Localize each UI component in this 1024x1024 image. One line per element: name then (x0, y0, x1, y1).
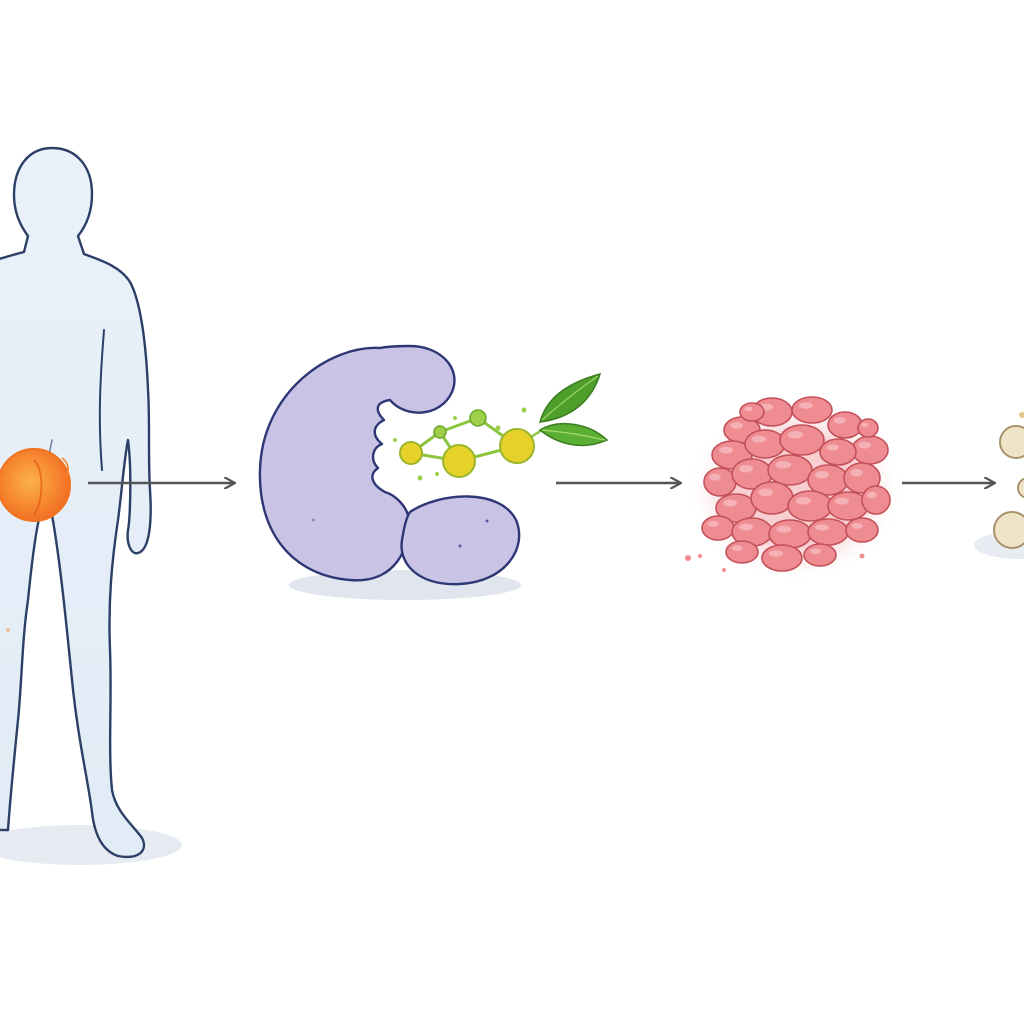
cell-highlight (799, 402, 813, 409)
cell-highlight (850, 469, 863, 477)
cell (768, 519, 812, 549)
cell (819, 438, 857, 466)
cell (851, 435, 889, 465)
cell-highlight (758, 488, 774, 497)
enzyme-icon (258, 344, 521, 600)
cell-highlight (731, 545, 743, 551)
cell (744, 429, 786, 459)
cell (827, 411, 863, 439)
cell-highlight (851, 522, 863, 529)
cell (779, 424, 825, 456)
cell (739, 402, 765, 422)
molecule-node (399, 441, 423, 465)
particle-cluster-icon (974, 412, 1024, 559)
molecule-node (442, 444, 476, 478)
cell-highlight (719, 446, 733, 454)
cell (845, 517, 879, 543)
cell-cluster-icon (685, 396, 903, 582)
cell (725, 540, 759, 564)
molecule-with-leaves-icon (393, 372, 609, 481)
cell-highlight (752, 435, 766, 443)
cell-highlight (707, 520, 719, 527)
cell-highlight (769, 550, 783, 557)
human-body-icon (0, 146, 182, 865)
enzyme-small-lobe (400, 495, 521, 586)
cell (803, 543, 837, 567)
cell-group (701, 396, 891, 572)
cell (787, 490, 833, 522)
cell-highlight (861, 422, 869, 428)
particle (1017, 477, 1024, 499)
cell-highlight (835, 497, 849, 505)
molecule-node (433, 425, 447, 439)
cell-highlight (858, 441, 871, 449)
leaf-icon (538, 422, 609, 447)
body-silhouette (0, 146, 152, 859)
molecule-node (499, 428, 535, 464)
cell-highlight (795, 497, 812, 505)
cell-highlight (776, 525, 792, 533)
particle (993, 511, 1024, 549)
cell (761, 544, 803, 572)
cell-highlight (826, 444, 839, 451)
cell-highlight (739, 523, 753, 531)
abdominal-organ-icon (0, 448, 71, 632)
cell-highlight (730, 422, 743, 429)
cell (861, 485, 891, 515)
cell-highlight (866, 491, 877, 499)
cell-highlight (809, 548, 821, 554)
cell (791, 396, 833, 424)
cell (807, 518, 849, 546)
cell-highlight (833, 417, 846, 424)
particle (999, 425, 1024, 459)
cell (857, 418, 879, 438)
molecule-node (469, 409, 487, 427)
cell-highlight (739, 465, 753, 473)
cell-highlight (723, 499, 737, 507)
cell (701, 515, 735, 541)
cell-highlight (709, 473, 721, 481)
cell-highlight (815, 471, 829, 479)
arm-inner-line (98, 329, 105, 471)
cell (750, 481, 794, 515)
cell-highlight (775, 461, 792, 469)
cell-highlight (815, 524, 829, 531)
cell (703, 467, 737, 497)
body-shadow (0, 825, 182, 865)
cell-highlight (787, 431, 804, 439)
cell-highlight (744, 406, 753, 412)
cell (767, 454, 813, 486)
